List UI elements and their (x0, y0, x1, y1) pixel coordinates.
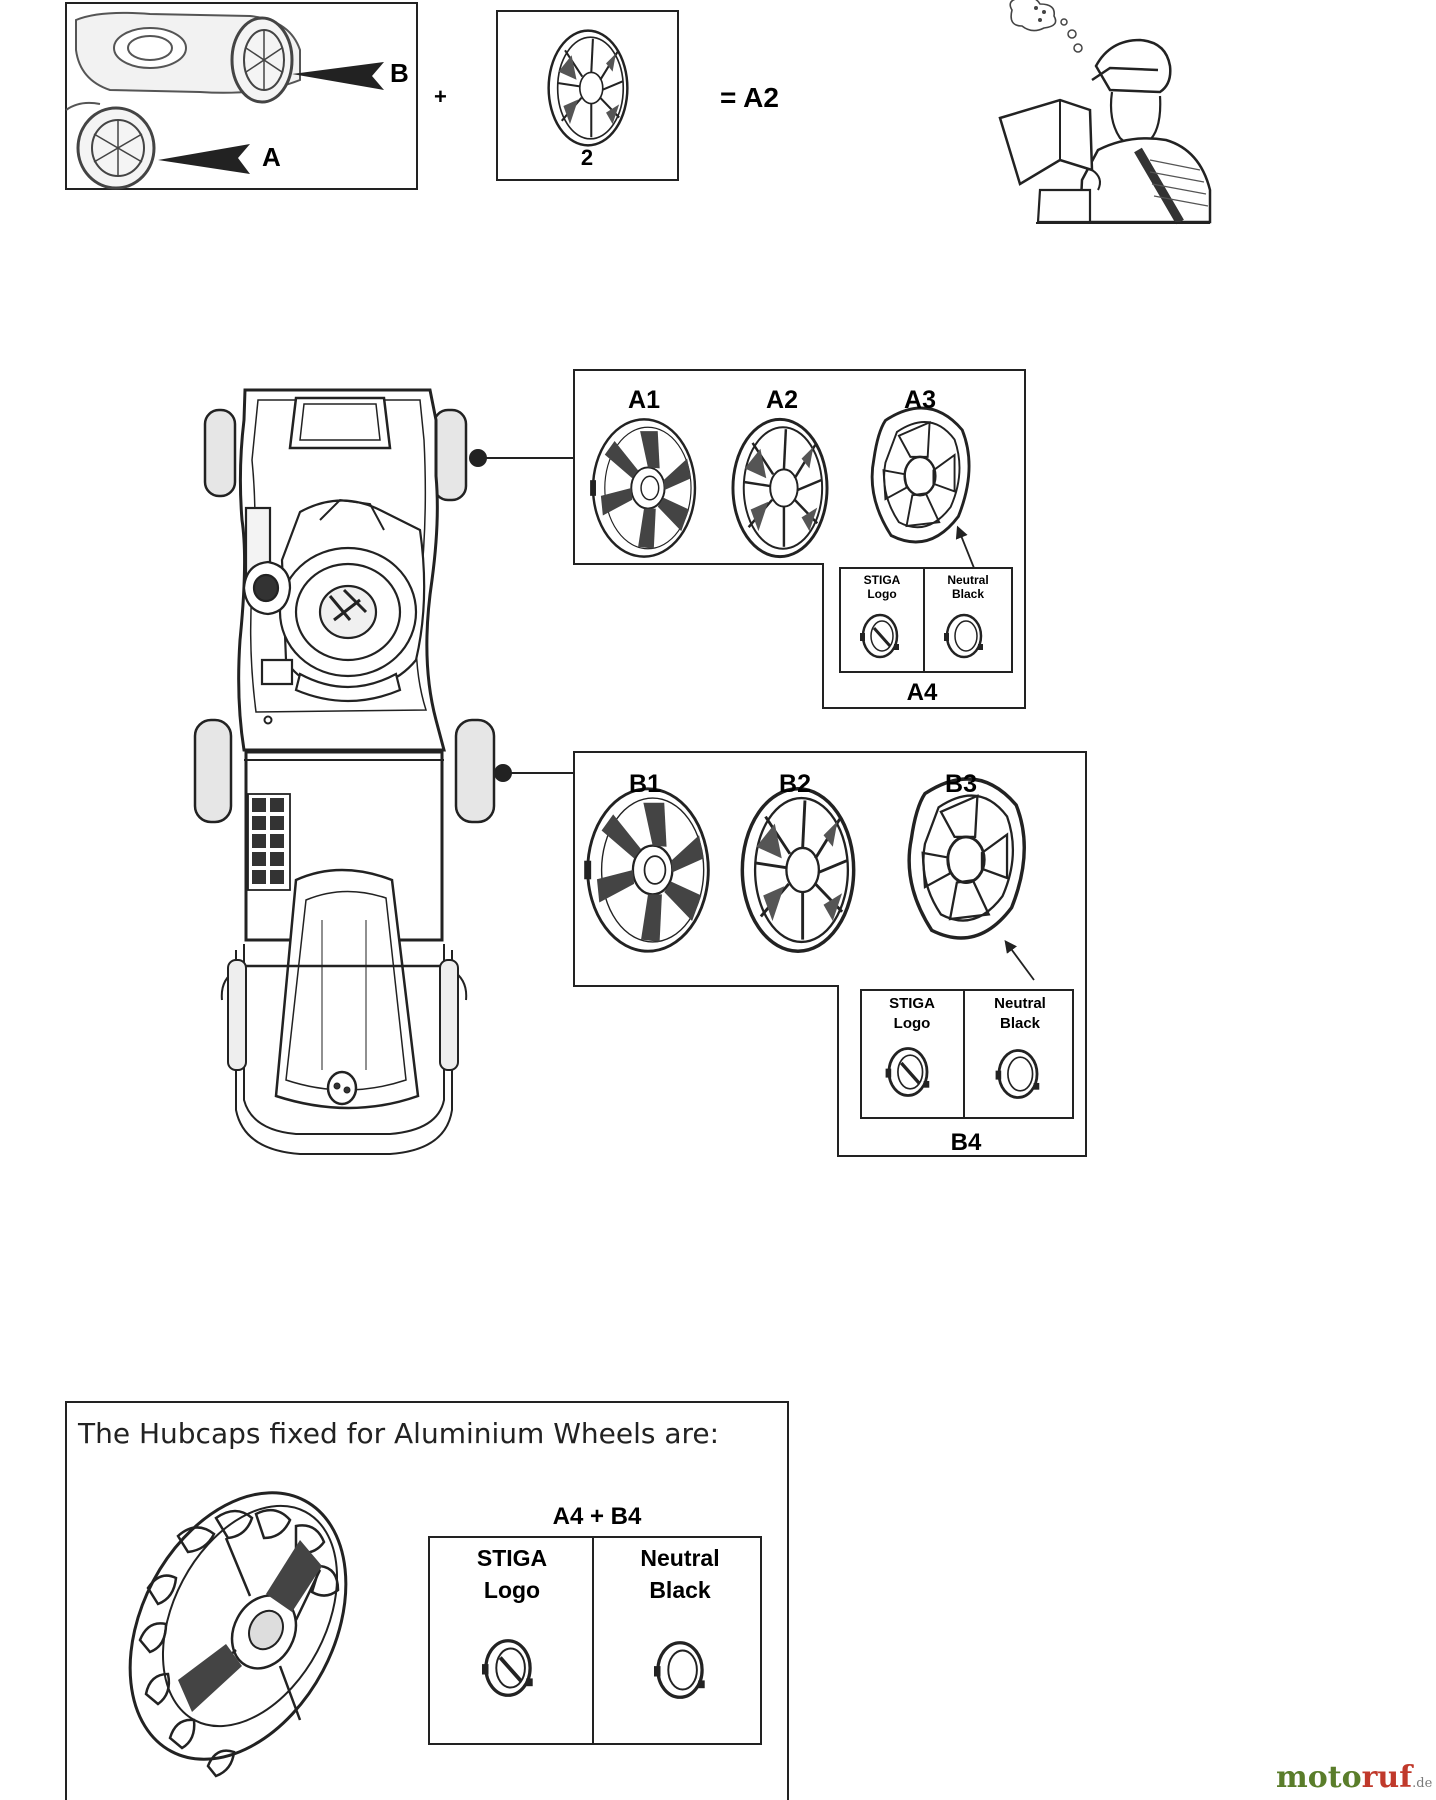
rear-hubcap-panel (573, 751, 1087, 1157)
arrow-a-icon (158, 144, 250, 174)
watermark-part1: moto (1276, 1760, 1362, 1795)
label-b4: B4 (951, 1129, 982, 1156)
plus-sign: + (434, 84, 447, 109)
alu-right-line1: Neutral (640, 1545, 719, 1571)
motoruf-watermark: motoruf.de (1276, 1760, 1433, 1795)
hubcap-a3-icon (870, 406, 971, 544)
svg-text:motoruf.de: motoruf.de (1276, 1760, 1433, 1795)
alu-right-line2: Black (649, 1577, 711, 1603)
a4-right-line1: Neutral (947, 573, 988, 587)
reading-person-illustration (998, 0, 1212, 225)
front-hubcap-panel (573, 369, 1026, 709)
label-b3: B3 (945, 770, 977, 798)
label-a4: A4 (907, 679, 938, 706)
hubcap-b2-icon (740, 787, 856, 953)
alu-left-line1: STIGA (477, 1545, 547, 1571)
label-a: A (262, 142, 281, 172)
label-a1: A1 (628, 386, 660, 414)
hubcap-a2-icon (731, 417, 829, 559)
mower-wheel-sketch (65, 2, 418, 190)
label-b1: B1 (629, 770, 661, 798)
watermark-suffix: .de (1412, 1776, 1432, 1791)
front-leader (469, 449, 574, 467)
aluminium-heading: The Hubcaps fixed for Aluminium Wheels a… (77, 1417, 719, 1450)
b4-left-line1: STIGA (889, 995, 935, 1012)
aluminium-wheel-panel (65, 1401, 789, 1800)
hubcap-number: 2 (581, 145, 593, 170)
label-b2: B2 (779, 770, 811, 798)
b4-right-line2: Black (1000, 1015, 1041, 1032)
b4-right-line1: Neutral (994, 995, 1046, 1012)
a4-left-line2: Logo (867, 587, 896, 601)
hubcap-b3-icon (907, 777, 1026, 940)
alu-left-line2: Logo (484, 1577, 540, 1603)
label-a2: A2 (766, 386, 798, 414)
rear-leader (494, 764, 574, 782)
result-label: = A2 (720, 82, 779, 113)
aluminium-wheel-icon (128, 1491, 348, 1778)
label-b: B (390, 58, 409, 88)
combo-label: A4 + B4 (553, 1503, 642, 1530)
mower-top-view (193, 388, 496, 1155)
label-a3: A3 (904, 386, 936, 414)
arrow-b-icon (292, 62, 384, 90)
a4-left-line1: STIGA (864, 573, 901, 587)
hubcap-2-box (496, 10, 679, 181)
a4-right-line2: Black (952, 587, 984, 601)
b4-left-line2: Logo (894, 1015, 931, 1032)
watermark-part2: ruf (1362, 1760, 1415, 1795)
